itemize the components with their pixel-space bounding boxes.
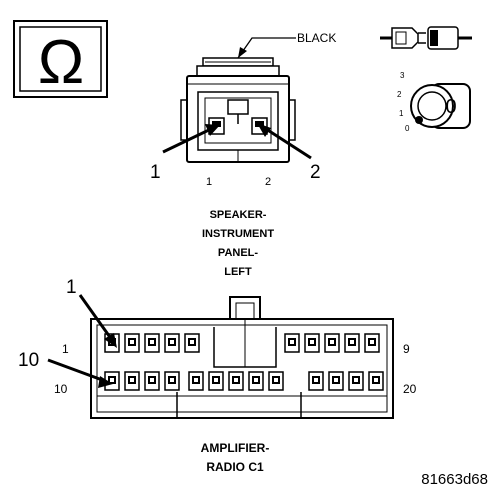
amplifier-callout-1: 1 [66, 277, 77, 298]
speaker-title-line: LEFT [224, 266, 252, 278]
ignition-switch-icon: 0 [410, 83, 471, 129]
pin-cavity [284, 333, 300, 353]
speaker-title-line: PANEL- [218, 247, 258, 259]
amplifier-connector-title: AMPLIFIER- RADIO C1 [201, 441, 270, 474]
switch-position-label: 1 [399, 109, 404, 118]
pin-cavity [344, 333, 360, 353]
switch-position-label: 3 [400, 71, 405, 80]
amplifier-row2-end-label: 20 [403, 382, 417, 396]
speaker-pin-label-2: 2 [265, 176, 271, 188]
pin-cavity [208, 371, 224, 391]
speaker-callout-2: 2 [310, 162, 321, 183]
pin-cavity [164, 333, 180, 353]
pin-cavity [228, 371, 244, 391]
pin-cavity [324, 333, 340, 353]
speaker-title-line: INSTRUMENT [202, 228, 274, 240]
amplifier-row2-start-label: 10 [54, 382, 68, 396]
ohm-symbol: Ω [38, 28, 84, 97]
amplifier-row1-end-label: 9 [403, 342, 410, 356]
pin-cavity [328, 371, 344, 391]
amplifier-title-line: AMPLIFIER- [201, 441, 270, 455]
pin-cavity [188, 371, 204, 391]
amplifier-title-line: RADIO C1 [206, 460, 264, 474]
pin-cavity [248, 371, 264, 391]
pin-cavity [348, 371, 364, 391]
speaker-title-line: SPEAKER- [210, 209, 267, 221]
speaker-connector-title: SPEAKER- INSTRUMENT PANEL- LEFT [202, 209, 274, 278]
pin-cavity [268, 371, 284, 391]
pin-cavity [304, 333, 320, 353]
pin-cavity [124, 333, 140, 353]
amplifier-connector [47, 294, 394, 419]
pin-cavity [308, 371, 324, 391]
wire-color-label: BLACK [297, 31, 336, 45]
amplifier-pin-cavities [104, 333, 384, 391]
switch-position-label: 0 [405, 124, 410, 133]
ohmmeter-icon: Ω [13, 20, 108, 98]
pin-cavity [124, 371, 140, 391]
pin-cavity [144, 371, 160, 391]
amplifier-row1-start-label: 1 [62, 342, 69, 356]
speaker-callout-1: 1 [150, 162, 161, 183]
speaker-pin-label-1: 1 [206, 176, 212, 188]
amplifier-callout-10: 10 [18, 350, 39, 371]
connector-plug-icon [380, 26, 472, 50]
pin-cavity [364, 333, 380, 353]
switch-position-label: 2 [397, 90, 402, 99]
pin-cavity [184, 333, 200, 353]
pin-cavity [164, 371, 180, 391]
pin-cavity [368, 371, 384, 391]
switch-knob-label: 0 [445, 96, 456, 118]
pin-cavity [144, 333, 160, 353]
speaker-connector [162, 37, 312, 163]
figure-id: 81663d68 [421, 471, 488, 488]
